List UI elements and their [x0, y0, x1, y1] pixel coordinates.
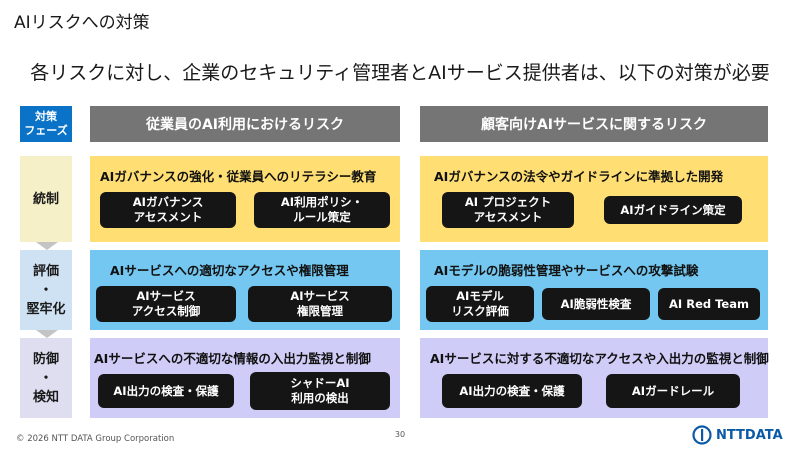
column-header-employee: 従業員のAI利用におけるリスク — [90, 106, 400, 142]
column-header-customer: 顧客向けAIサービスに関するリスク — [420, 106, 768, 142]
phase-evaluation: 評価 ・ 堅牢化 — [20, 250, 72, 330]
page-subtitle: 各リスクに対し、企業のセキュリティ管理者とAIサービス提供者は、以下の対策が必要 — [30, 62, 770, 84]
logo-text: NTTDATA — [716, 427, 783, 443]
button-line: AI プロジェクト — [464, 195, 552, 209]
button-line: 権限管理 — [297, 304, 343, 318]
ai-project-assessment-button[interactable]: AI プロジェクトアセスメント — [442, 192, 574, 228]
ai-guideline-button[interactable]: AIガイドライン策定 — [604, 196, 742, 224]
cell-title: AIガバナンスの法令やガイドラインに準拠した開発 — [434, 169, 724, 184]
ai-service-access-control-button[interactable]: AIサービスアクセス制御 — [96, 286, 236, 322]
ai-governance-assessment-button[interactable]: AIガバナンスアセスメント — [100, 192, 236, 228]
ai-output-inspection-button[interactable]: AI出力の検査・保護 — [442, 374, 582, 408]
ai-usage-policy-button[interactable]: AI利用ポリシ・ルール策定 — [254, 192, 390, 228]
ai-guardrail-button[interactable]: AIガードレール — [606, 374, 740, 408]
button-line: アセスメント — [133, 210, 203, 224]
button-line: AI脆弱性検査 — [560, 296, 632, 311]
ai-red-team-button[interactable]: AI Red Team — [658, 288, 760, 320]
cell-monitoring-employee: AIサービスへの不適切な情報の入出力監視と制御 AI出力の検査・保護 シャドーA… — [90, 338, 400, 418]
copyright-footer: © 2026 NTT DATA Group Corporation — [16, 434, 175, 444]
phase-label: 防御 — [32, 351, 59, 367]
phase-label: 評価 — [32, 263, 59, 279]
phase-label: 堅牢化 — [26, 301, 66, 317]
cell-access-employee: AIサービスへの適切なアクセスや権限管理 AIサービスアクセス制御 AIサービス… — [90, 250, 400, 330]
ai-output-inspection-button[interactable]: AI出力の検査・保護 — [98, 374, 234, 408]
button-line: アクセス制御 — [131, 304, 201, 318]
button-line: AI Red Team — [669, 296, 749, 311]
phase-label: 統制 — [32, 191, 59, 207]
button-line: AI出力の検査・保護 — [113, 383, 219, 398]
phase-header-line: フェーズ — [24, 124, 68, 137]
button-line: AIモデル — [456, 289, 504, 303]
ntt-logo-icon — [692, 425, 712, 445]
phase-defense: 防御 ・ 検知 — [20, 338, 72, 418]
cell-monitoring-customer: AIサービスに対する不適切なアクセスや入出力の監視と制御 AI出力の検査・保護 … — [420, 338, 769, 418]
phase-label: 検知 — [32, 389, 59, 405]
button-line: AIガバナンス — [132, 195, 204, 209]
button-line: アセスメント — [473, 210, 543, 224]
page-title: AIリスクへの対策 — [14, 13, 150, 33]
ntt-data-logo: NTTDATA — [692, 425, 783, 445]
button-line: ルール策定 — [293, 210, 351, 224]
cell-title: AIサービスに対する不適切なアクセスや入出力の監視と制御 — [430, 351, 769, 366]
down-arrow-icon — [36, 242, 58, 250]
down-arrow-icon — [36, 330, 58, 338]
button-line: AI利用ポリシ・ — [280, 195, 364, 209]
button-line: AIガイドライン策定 — [620, 202, 726, 217]
cell-title: AIサービスへの不適切な情報の入出力監視と制御 — [94, 351, 371, 366]
cell-governance-customer: AIガバナンスの法令やガイドラインに準拠した開発 AI プロジェクトアセスメント… — [420, 156, 768, 242]
cell-vulnerability-customer: AIモデルの脆弱性管理やサービスへの攻撃試験 AIモデルリスク評価 AI脆弱性検… — [420, 250, 768, 330]
button-line: 利用の検出 — [291, 391, 349, 405]
button-line: AI出力の検査・保護 — [459, 383, 565, 398]
ai-vulnerability-check-button[interactable]: AI脆弱性検査 — [542, 288, 650, 320]
button-line: AIガードレール — [631, 383, 715, 398]
cell-title: AIサービスへの適切なアクセスや権限管理 — [110, 263, 349, 278]
cell-title: AIガバナンスの強化・従業員へのリテラシー教育 — [100, 169, 377, 184]
button-line: シャドーAI — [290, 376, 350, 390]
cell-title: AIモデルの脆弱性管理やサービスへの攻撃試験 — [434, 263, 699, 278]
phase-label: ・ — [39, 282, 53, 298]
cell-governance-employee: AIガバナンスの強化・従業員へのリテラシー教育 AIガバナンスアセスメント AI… — [90, 156, 400, 242]
phase-governance: 統制 — [20, 156, 72, 242]
phase-label: ・ — [39, 370, 53, 386]
button-line: リスク評価 — [451, 304, 509, 318]
phase-header-line: 対策 — [35, 110, 57, 123]
ai-model-risk-button[interactable]: AIモデルリスク評価 — [426, 286, 534, 322]
button-line: AIサービス — [136, 289, 196, 303]
button-line: AIサービス — [290, 289, 350, 303]
ai-service-permission-button[interactable]: AIサービス権限管理 — [248, 286, 392, 322]
page-number: 30 — [394, 430, 406, 439]
phase-header: 対策 フェーズ — [20, 106, 72, 142]
